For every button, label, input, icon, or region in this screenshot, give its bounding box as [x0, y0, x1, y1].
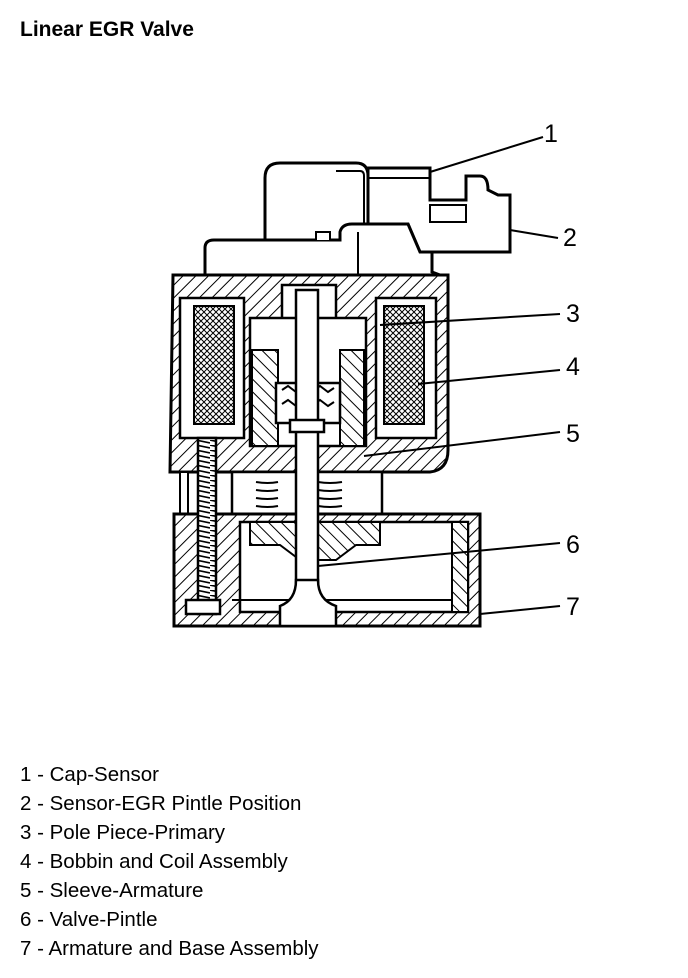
legend-item-cap-sensor: 1 - Cap-Sensor — [20, 763, 160, 786]
sensor-cap — [263, 161, 512, 254]
callout-6: 6 — [566, 531, 580, 559]
legend-item-pole-piece-primary: 3 - Pole Piece-Primary — [20, 821, 226, 844]
legend-item-bobbin-and-coil-assembly: 4 - Bobbin and Coil Assembly — [20, 850, 288, 873]
legend-item-valve-pintle: 6 - Valve-Pintle — [20, 908, 158, 931]
callout-3: 3 — [566, 300, 580, 328]
egr-valve-cutaway-illustration: 1 2 3 4 5 6 7 — [168, 120, 580, 628]
callout-4: 4 — [566, 353, 580, 381]
callout-numbers: 1 2 3 4 5 6 7 — [544, 120, 580, 621]
legend-item-sensor-egr-pintle-position: 2 - Sensor-EGR Pintle Position — [20, 792, 302, 815]
legend-item-sleeve-armature: 5 - Sleeve-Armature — [20, 879, 204, 902]
callout-7: 7 — [566, 593, 580, 621]
valve-housing-top — [203, 222, 441, 277]
parts-legend: 1 - Cap-Sensor 2 - Sensor-EGR Pintle Pos… — [20, 760, 319, 963]
legend-item-armature-and-base-assembly: 7 - Armature and Base Assembly — [20, 937, 319, 960]
callout-2: 2 — [563, 224, 577, 252]
valve-pintle — [278, 288, 338, 628]
callout-1: 1 — [544, 120, 558, 148]
leader-lines — [317, 136, 561, 615]
diagram-title: Linear EGR Valve — [20, 18, 194, 41]
callout-5: 5 — [566, 420, 580, 448]
threaded-bolt — [184, 436, 222, 616]
